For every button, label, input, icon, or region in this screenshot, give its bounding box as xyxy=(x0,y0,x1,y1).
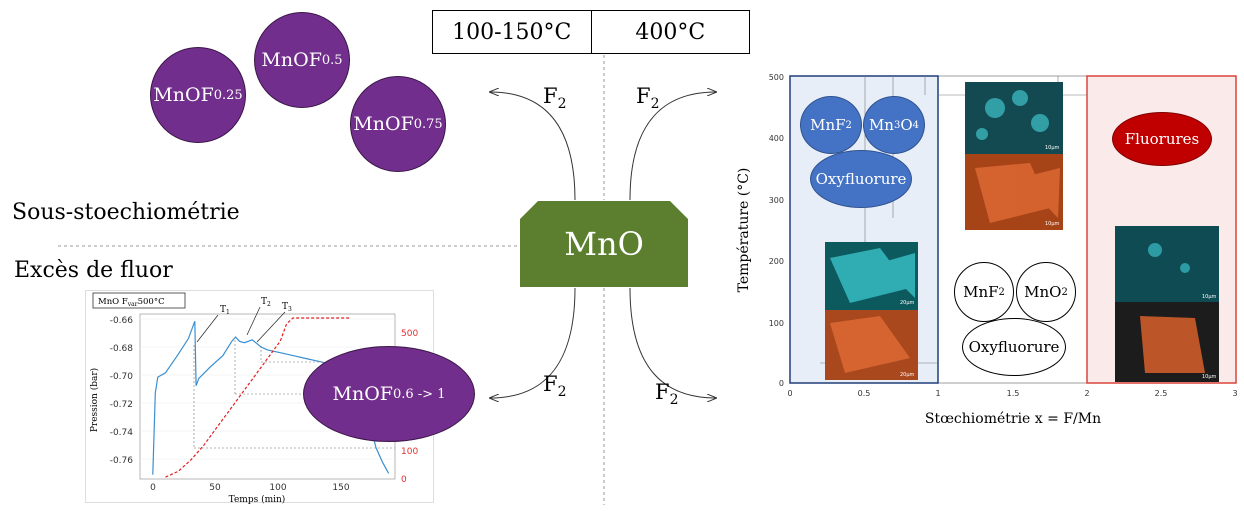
phase-x-ticks: 0 0.5 1 1.5 2 2.5 3 xyxy=(787,389,1237,398)
svg-text:500: 500 xyxy=(769,73,784,82)
svg-text:-0.66: -0.66 xyxy=(110,316,134,326)
svg-text:0.5: 0.5 xyxy=(858,389,871,398)
arrow-up-left xyxy=(490,92,576,201)
temperature-line xyxy=(165,317,351,478)
svg-text:10µm: 10µm xyxy=(1202,374,1217,380)
micro-cyan-right xyxy=(1115,226,1219,302)
svg-text:0: 0 xyxy=(787,389,792,398)
svg-text:10µm: 10µm xyxy=(1045,145,1060,151)
temperature-header: 100-150°C 400°C xyxy=(432,10,750,54)
svg-text:1.5: 1.5 xyxy=(1007,389,1020,398)
phase-xlabel: Stœchiométrie x = F/Mn xyxy=(925,411,1101,427)
pressure-x-ticks: 0 50 100 150 xyxy=(150,483,350,493)
legend-text: MnO Fvar500°C xyxy=(98,297,165,308)
label-sous-stoechiometrie: Sous-stoechiométrie xyxy=(12,200,240,225)
svg-text:200: 200 xyxy=(769,257,784,266)
svg-text:100: 100 xyxy=(269,483,286,493)
arrow-down-right xyxy=(629,287,716,398)
temperature-high: 400°C xyxy=(635,19,706,45)
svg-text:150: 150 xyxy=(332,483,349,493)
svg-text:2.5: 2.5 xyxy=(1155,389,1168,398)
svg-text:0: 0 xyxy=(779,379,784,388)
svg-text:100: 100 xyxy=(769,319,784,328)
svg-text:20µm: 20µm xyxy=(900,372,915,378)
svg-text:100: 100 xyxy=(401,447,418,457)
pressure-gridlines xyxy=(140,318,395,460)
f2-label-top-right: F2 xyxy=(636,84,660,112)
phase-ylabel: Température (°C) xyxy=(736,168,752,293)
temperature-low: 100-150°C xyxy=(433,11,592,53)
annotation-t2: T2 xyxy=(261,297,271,308)
svg-text:10µm: 10µm xyxy=(1045,221,1060,227)
scale-labels: 10µm 10µm 20µm 20µm 10µm 10µm xyxy=(900,145,1217,380)
f2-label-bottom-left: F2 xyxy=(543,372,567,400)
annotation-t3: T3 xyxy=(282,302,292,313)
pressure-chart-legend xyxy=(92,292,186,309)
svg-text:2: 2 xyxy=(1084,389,1089,398)
phase-y-ticks: 500 400 300 200 100 0 xyxy=(769,73,784,388)
svg-text:-0.74: -0.74 xyxy=(110,428,134,438)
pressure-y-ticks: -0.66 -0.68 -0.70 -0.72 -0.74 -0.76 xyxy=(110,316,134,466)
f2-label-bottom-right: F2 xyxy=(655,380,679,408)
svg-text:-0.76: -0.76 xyxy=(110,456,134,466)
svg-text:0: 0 xyxy=(150,483,156,493)
arrow-down-left xyxy=(490,287,576,398)
pressure-xlabel: Temps (min) xyxy=(229,494,286,505)
oval-oxyfluorure-white: Oxyfluorure xyxy=(962,318,1066,376)
arrow-up-right xyxy=(629,92,716,201)
svg-text:-0.68: -0.68 xyxy=(110,344,134,354)
mno-block: MnO xyxy=(520,201,688,287)
svg-text:0: 0 xyxy=(401,475,407,485)
annotation-t1: T1 xyxy=(220,305,230,316)
svg-text:1: 1 xyxy=(935,389,940,398)
pressure-chart: MnO Fvar500°C T1 T2 T3 -0.66 -0.68 -0.70… xyxy=(85,290,434,505)
svg-text:-0.72: -0.72 xyxy=(110,400,133,410)
svg-text:10µm: 10µm xyxy=(1202,294,1217,300)
pressure-ylabel: Pression (bar) xyxy=(89,368,100,432)
svg-text:300: 300 xyxy=(769,196,784,205)
oval-oxyfluorure-blue: Oxyfluorure xyxy=(810,150,912,208)
svg-text:50: 50 xyxy=(209,483,221,493)
svg-text:500: 500 xyxy=(401,329,418,339)
f2-label-top-left: F2 xyxy=(543,84,567,112)
svg-text:-0.70: -0.70 xyxy=(110,372,134,382)
svg-text:400: 400 xyxy=(769,134,784,143)
oval-fluorures: Fluorures xyxy=(1112,112,1212,166)
pressure-annotations xyxy=(196,306,286,343)
svg-text:20µm: 20µm xyxy=(900,300,915,306)
label-exces-fluor: Excès de fluor xyxy=(14,258,173,283)
svg-text:3: 3 xyxy=(1232,389,1237,398)
